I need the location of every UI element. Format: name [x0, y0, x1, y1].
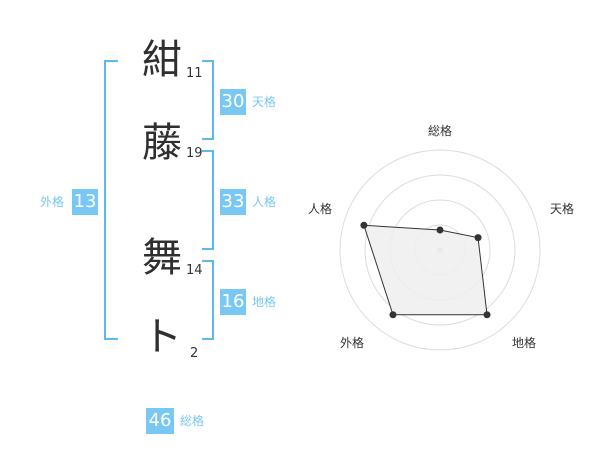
radar-polygon [363, 224, 488, 316]
chikaku-bracket [202, 260, 214, 340]
tenkaku-label: 天格 [252, 95, 277, 109]
radar-point [389, 311, 397, 319]
radar-axis-label-chikaku: 地格 [512, 336, 537, 350]
radar-axis-label-tenkaku: 天格 [550, 202, 575, 216]
radar-grid-ring [339, 149, 541, 351]
radar-axis-label-gaikaku: 外格 [340, 336, 365, 350]
radar-grid-ring [364, 174, 516, 326]
jinkaku-value-badge: 33 [220, 189, 246, 215]
name-char-2: 藤 [142, 120, 182, 166]
soukaku-label: 総格 [180, 414, 205, 428]
name-char-1: 紺 [142, 37, 182, 83]
stroke-count-4: 2 [190, 346, 199, 361]
name-char-3: 舞 [142, 235, 182, 281]
radar-axis-label-jinkaku: 人格 [308, 202, 333, 216]
chikaku-value-badge: 16 [220, 289, 246, 315]
stroke-count-3: 14 [186, 263, 203, 278]
jinkaku-bracket [202, 150, 214, 250]
radar-point [360, 221, 368, 229]
chikaku-label: 地格 [252, 295, 277, 309]
stroke-count-2: 19 [186, 146, 203, 161]
soukaku-value-badge: 46 [146, 408, 174, 434]
name-char-4: ト [142, 314, 182, 360]
gaikaku-value-badge: 13 [72, 189, 98, 215]
jinkaku-label: 人格 [252, 195, 277, 209]
radar-axis-label-soukaku: 総格 [428, 124, 453, 138]
gaikaku-bracket [104, 60, 118, 340]
tenkaku-value-badge: 30 [220, 89, 246, 115]
stroke-count-1: 11 [186, 66, 203, 81]
radar-shape [360, 221, 491, 319]
radar-point [436, 226, 444, 234]
gaikaku-label: 外格 [40, 195, 65, 209]
radar-point [483, 311, 491, 319]
radar-point [474, 234, 482, 242]
tenkaku-bracket [202, 60, 214, 140]
